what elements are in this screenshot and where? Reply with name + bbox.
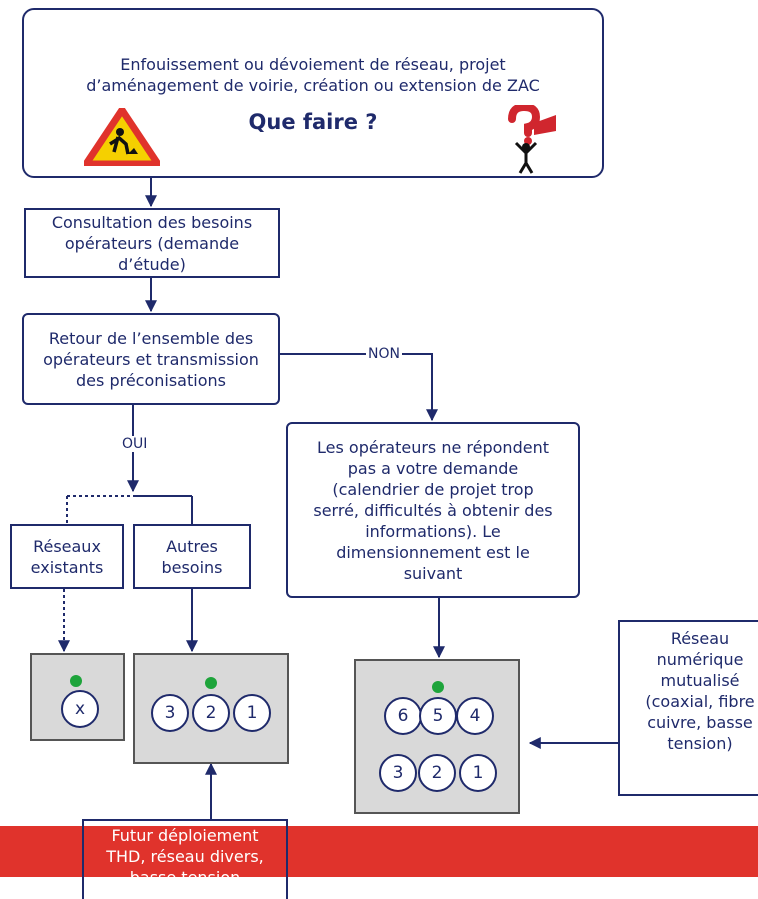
reseau-numerique-box: Réseau numérique mutualisé (coaxial, fib… [618, 620, 758, 796]
duct-circle: 1 [233, 694, 271, 732]
green-dot [70, 675, 82, 687]
page-title-partial [218, 0, 498, 6]
question-person-icon [508, 105, 556, 174]
duct-circle: 4 [456, 697, 494, 735]
future-chamber-box: 3 2 1 [133, 653, 289, 764]
green-dot [432, 681, 444, 693]
duct-circle: x [61, 690, 99, 728]
futur-deploiement-box: Futur déploiement THD, réseau divers, ba… [82, 819, 288, 899]
duct-circle: 3 [379, 754, 417, 792]
green-dot [205, 677, 217, 689]
no-response-box: Les opérateurs ne répondent pas a votre … [286, 422, 580, 598]
existing-chamber-box: x [30, 653, 125, 741]
duct-circle: 2 [192, 694, 230, 732]
duct-circle: 6 [384, 697, 422, 735]
duct-circle: 3 [151, 694, 189, 732]
non-label: NON [366, 346, 402, 362]
retour-box: Retour de l’ensemble des opérateurs et t… [22, 313, 280, 405]
red-footer-band [0, 826, 758, 877]
duct-circle: 2 [418, 754, 456, 792]
header-question: Que faire ? [248, 110, 378, 134]
mutualized-chamber-box: 6 5 4 3 2 1 [354, 659, 520, 814]
consultation-box: Consultation des besoins opérateurs (dem… [24, 208, 280, 278]
header-box: Enfouissement ou dévoiement de réseau, p… [22, 8, 604, 178]
header-text: Enfouissement ou dévoiement de réseau, p… [86, 55, 540, 95]
roadwork-warning-icon [84, 108, 160, 166]
autres-besoins-box: Autres besoins [133, 524, 251, 589]
arrow-non [280, 353, 438, 422]
reseaux-existants-box: Réseaux existants [10, 524, 124, 589]
duct-circle: 1 [459, 754, 497, 792]
oui-label: OUI [120, 436, 150, 452]
duct-circle: 5 [419, 697, 457, 735]
